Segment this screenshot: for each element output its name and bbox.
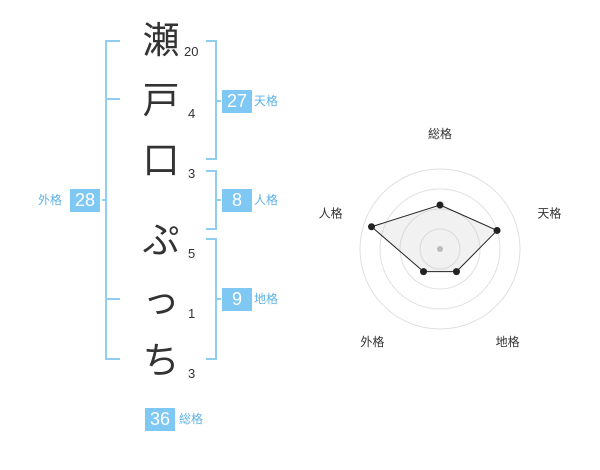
name-char-2: 戸 (142, 79, 180, 122)
radar-label-2: 天格 (537, 205, 561, 220)
chikaku-value: 9 (222, 288, 252, 311)
radar-rings (359, 168, 521, 330)
soukaku-value: 36 (145, 408, 175, 431)
kaku-brackets (102, 40, 221, 360)
radar-point-5 (368, 223, 376, 231)
chikaku-label: 地格 (254, 292, 279, 306)
name-char-5: っ (142, 279, 180, 322)
stroke-count-3: 3 (188, 166, 196, 181)
radar-label-5: 人格 (319, 205, 343, 220)
gaikaku-label: 外格 (38, 193, 63, 207)
name-char-1: 瀬 (142, 19, 180, 62)
jinkaku-value: 8 (222, 189, 252, 212)
stroke-count-4: 5 (188, 246, 196, 261)
radar-label-1: 総格 (428, 126, 452, 141)
radar-center (437, 246, 443, 252)
stroke-count-2: 4 (188, 106, 196, 121)
tenkaku-bracket (206, 40, 221, 160)
name-char-4: ぷ (142, 219, 180, 262)
radar-ring-2 (399, 208, 481, 290)
tenkaku-value: 27 (222, 90, 252, 113)
gaikaku-value: 28 (70, 189, 100, 212)
gaikaku-bracket (102, 40, 120, 360)
chikaku-bracket (206, 238, 221, 360)
radar-point-3 (452, 268, 460, 276)
radar-polygon (370, 204, 498, 273)
radar-ring-1 (419, 228, 461, 270)
name-char-3: 口 (142, 139, 180, 182)
radar-points (368, 201, 501, 276)
radar-point-4 (420, 268, 428, 276)
name-char-6: ち (142, 339, 180, 382)
radar-ring-3 (379, 188, 501, 310)
stroke-count-1: 20 (184, 44, 199, 59)
tenkaku-label: 天格 (254, 94, 279, 108)
radar-point-1 (436, 201, 444, 209)
radar-label-3: 地格 (496, 334, 520, 349)
radar-point-2 (493, 226, 501, 234)
radar-label-4: 外格 (360, 334, 384, 349)
stroke-count-6: 3 (188, 366, 196, 381)
soukaku-label: 総格 (179, 412, 204, 426)
jinkaku-bracket (206, 170, 221, 230)
jinkaku-label: 人格 (254, 193, 279, 207)
radar-ring-4 (359, 168, 521, 330)
stroke-count-5: 1 (188, 306, 196, 321)
